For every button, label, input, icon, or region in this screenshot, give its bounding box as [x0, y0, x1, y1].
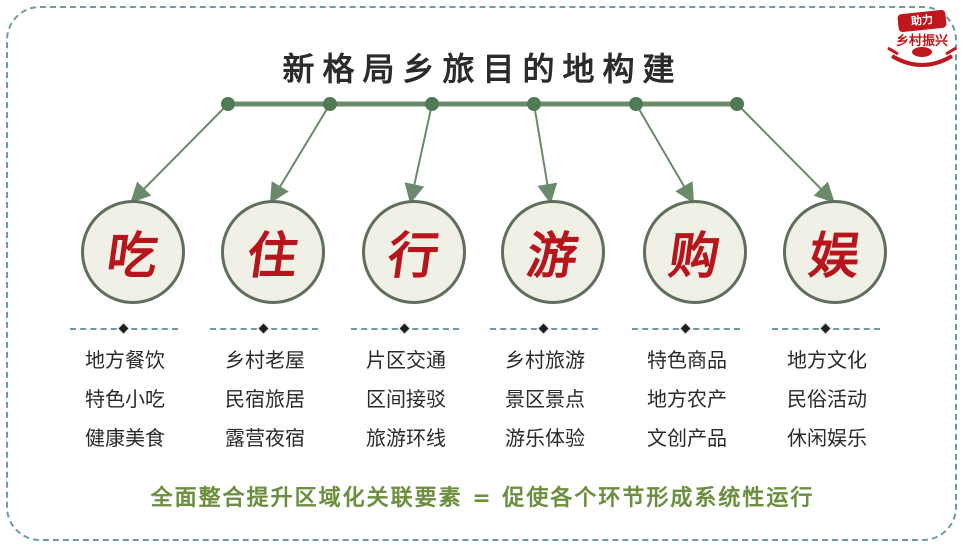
- list-item: 旅游环线: [366, 426, 446, 450]
- list-item: 露营夜宿: [225, 426, 305, 450]
- list-item: 地方餐饮: [85, 348, 165, 372]
- branch-arrow: [130, 103, 229, 203]
- category-glyph: 游: [523, 226, 582, 285]
- category-circle: 娱: [783, 200, 887, 304]
- rural-revitalization-logo: 助力 乡村振兴: [884, 8, 960, 80]
- list-item: 民俗活动: [787, 387, 867, 411]
- list-item: 特色小吃: [85, 387, 165, 411]
- list-item: 乡村老屋: [225, 348, 305, 372]
- list-item: 地方农产: [647, 387, 727, 411]
- list-item: 文创产品: [647, 426, 727, 450]
- list-item: 休闲娱乐: [787, 426, 867, 450]
- list-item: 景区景点: [505, 387, 585, 411]
- branch-arrow: [736, 103, 835, 203]
- category-glyph: 住: [243, 226, 302, 285]
- branch-arrow: [269, 103, 331, 204]
- bar-node: [730, 97, 744, 111]
- list-item: 健康美食: [85, 426, 165, 450]
- category-circle: 游: [501, 200, 605, 304]
- category-glyph: 吃: [103, 226, 162, 285]
- badge-ribbon-icon: [887, 46, 957, 67]
- branch-arrow: [404, 103, 433, 204]
- list-item: 区间接驳: [366, 387, 446, 411]
- category-circle: 吃: [81, 200, 185, 304]
- diagram-title: 新格局乡旅目的地构建: [282, 50, 683, 88]
- list-item: 片区交通: [366, 348, 446, 372]
- category-glyph: 娱: [805, 226, 864, 285]
- list-item: 特色商品: [647, 348, 727, 372]
- category-glyph: 购: [665, 226, 724, 285]
- branch-arrow: [635, 103, 695, 204]
- bar-node: [629, 97, 643, 111]
- bar-node: [527, 97, 541, 111]
- badge-main-label: 乡村振兴: [895, 34, 948, 49]
- list-item: 地方文化: [787, 348, 867, 372]
- category-circle: 行: [362, 200, 466, 304]
- category-circle: 购: [643, 200, 747, 304]
- branch-arrow: [533, 103, 558, 204]
- list-item: 乡村旅游: [505, 348, 585, 372]
- list-item: 游乐体验: [505, 426, 585, 450]
- bar-node: [323, 97, 337, 111]
- category-glyph: 行: [384, 226, 443, 285]
- list-item: 民宿旅居: [225, 387, 305, 411]
- footer-summary: 全面整合提升区域化关联要素 = 促使各个环节形成系统性运行: [150, 486, 815, 511]
- category-circle: 住: [221, 200, 325, 304]
- bar-node: [425, 97, 439, 111]
- bar-node: [221, 97, 235, 111]
